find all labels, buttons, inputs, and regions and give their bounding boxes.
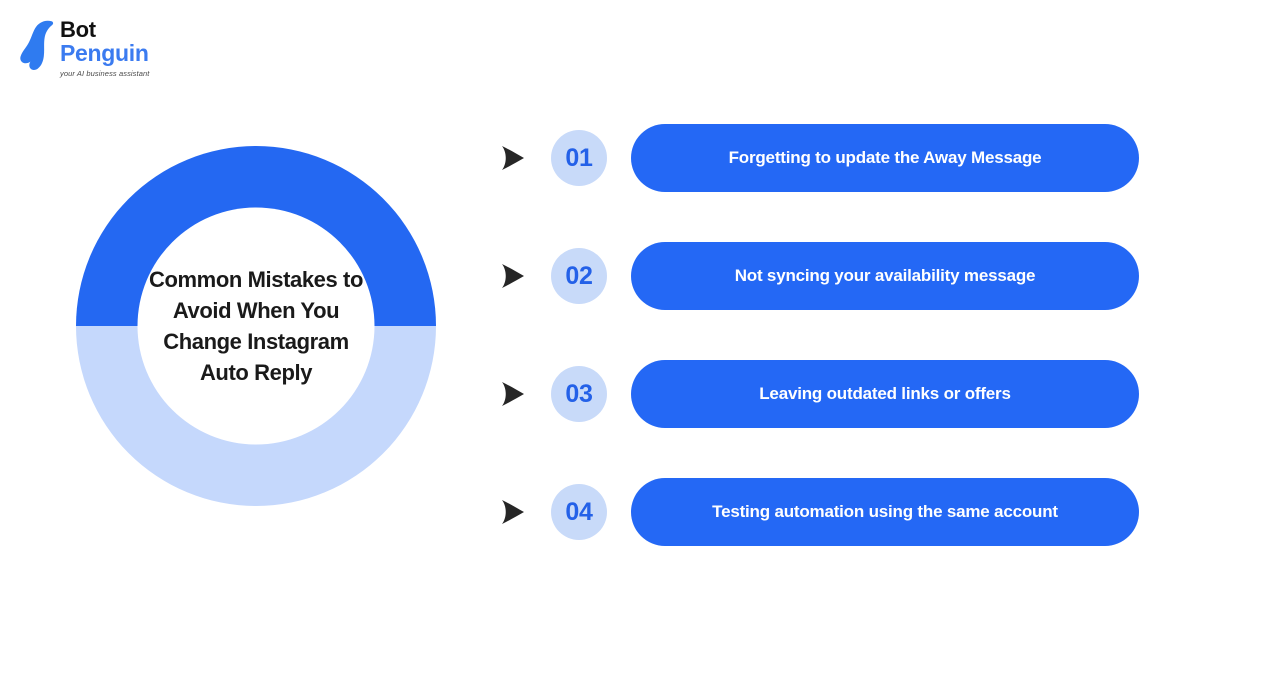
brand-name-line2: Penguin (60, 40, 149, 66)
donut-hole (137, 207, 375, 445)
donut-center-title: Common Mistakes to Avoid When You Change… (148, 267, 364, 385)
list-item-number: 03 (551, 366, 607, 422)
list-item-pill[interactable]: Testing automation using the same accoun… (631, 478, 1139, 546)
triangle-right-icon (502, 382, 524, 406)
list-item[interactable]: 01 Forgetting to update the Away Message (498, 124, 1148, 192)
triangle-right-icon (502, 500, 524, 524)
list-item-pill[interactable]: Not syncing your availability message (631, 242, 1139, 310)
mistakes-list: 01 Forgetting to update the Away Message… (498, 124, 1148, 546)
donut-ring (76, 146, 436, 506)
brand-name-line1: Bot (60, 17, 96, 42)
list-item[interactable]: 02 Not syncing your availability message (498, 242, 1148, 310)
brand-wordmark: Bot Penguin your AI business assistant (60, 19, 149, 80)
list-item-number: 02 (551, 248, 607, 304)
list-item-number: 01 (551, 130, 607, 186)
triangle-right-icon (502, 146, 524, 170)
list-item-number: 04 (551, 484, 607, 540)
list-item-pill[interactable]: Forgetting to update the Away Message (631, 124, 1139, 192)
list-item[interactable]: 03 Leaving outdated links or offers (498, 360, 1148, 428)
penguin-icon (20, 20, 54, 70)
list-item[interactable]: 04 Testing automation using the same acc… (498, 478, 1148, 546)
brand-tagline: your AI business assistant (60, 69, 150, 78)
brand-logo: Bot Penguin your AI business assistant (20, 18, 149, 79)
list-item-pill[interactable]: Leaving outdated links or offers (631, 360, 1139, 428)
donut-chart: Common Mistakes to Avoid When You Change… (76, 146, 436, 506)
triangle-right-icon (502, 264, 524, 288)
